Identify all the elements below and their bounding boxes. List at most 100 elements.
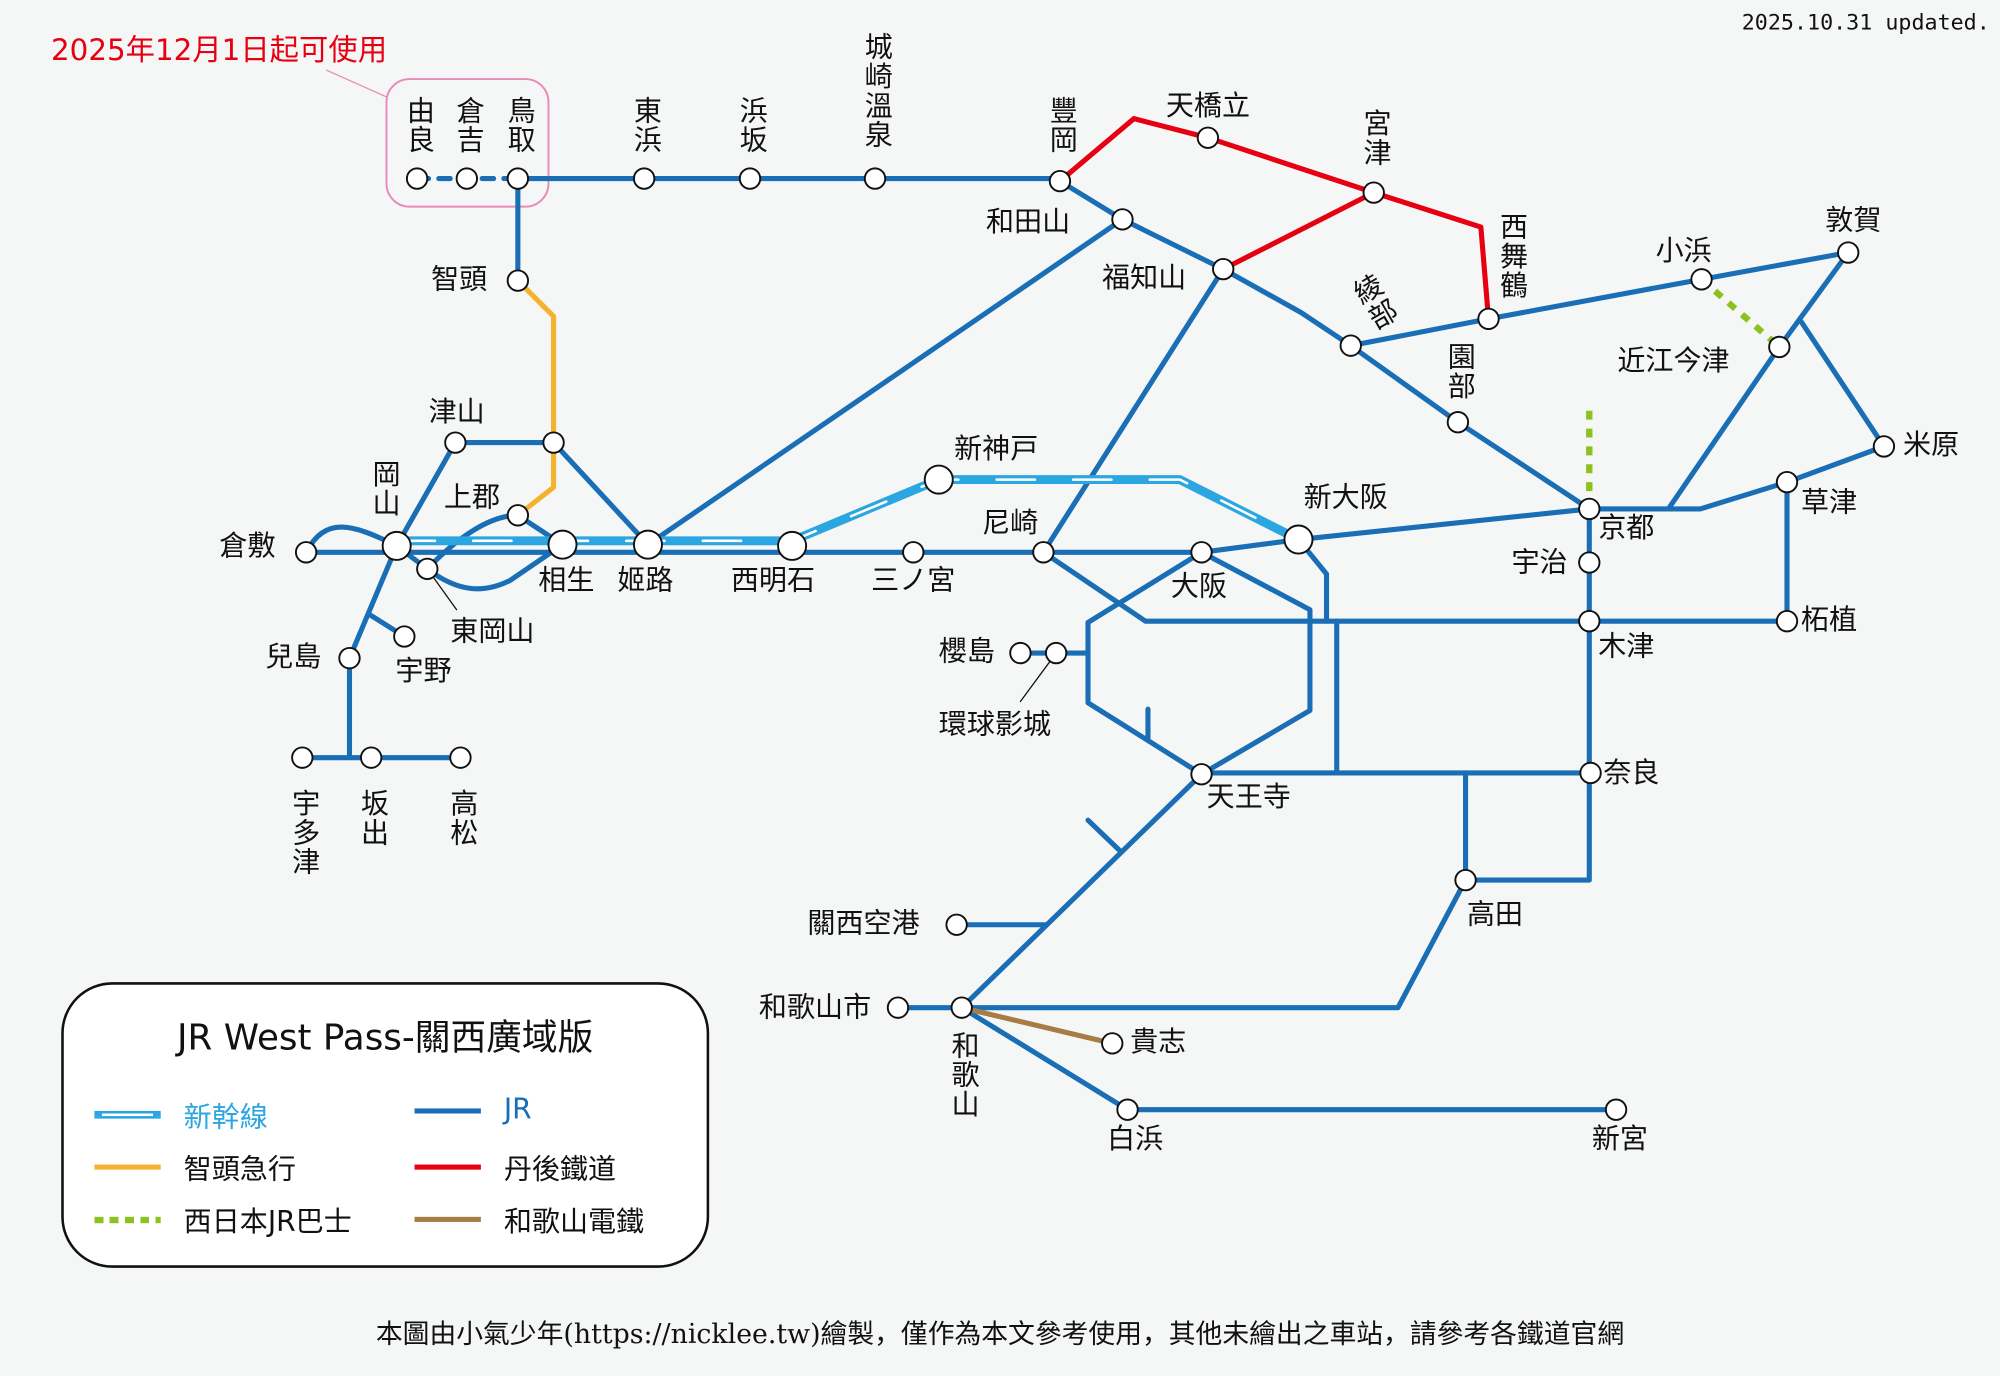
station-node [405,167,429,190]
station-label: 倉敷 [219,530,276,563]
jr-line-biwako [1586,443,1887,512]
station-label: 近江今津 [1617,345,1730,378]
station-label: 貴志 [1130,1026,1187,1059]
station-label: 新神戸 [954,433,1039,466]
station-label: 兒島 [265,641,322,674]
station-node [381,530,412,561]
jr-line-fukuchiyama [1040,266,1226,555]
station-node [1454,868,1477,892]
availability-notice: 2025年12月1日起可使用 [51,34,388,68]
station-node [338,647,361,670]
jr-line-hanwa-branch [1085,817,1123,854]
station-node [1775,470,1799,494]
station-label: 和歌山市 [758,992,872,1025]
station-label: 福知山 [1102,262,1187,295]
station-label: 櫻島 [938,636,995,669]
station-label: 大阪 [1170,571,1228,604]
station-label: 由良 [401,95,434,155]
legend-label: 西日本JR巴士 [183,1206,352,1239]
station-node [291,746,314,769]
tango-swatch [414,1164,481,1170]
legend-jr: JR [414,1094,532,1127]
station-label: 京都 [1598,512,1655,545]
station-label: 豐岡 [1044,95,1077,155]
legend: JR West Pass-關西廣域版 新幹線 JR 智頭急行 丹後鐵道 西日本J… [61,982,710,1268]
station-node [1116,1098,1139,1121]
station-label: 坂出 [355,788,388,847]
station-node [1872,435,1896,458]
station-node [777,530,808,561]
jr-line-hokuriku [1798,318,1887,449]
updated-date: 2025.10.31 updated. [1741,10,1990,36]
station-label: 和歌山 [946,1030,979,1119]
wakayama-electric-line [959,1005,1115,1046]
jr-line-nara [1463,506,1592,883]
station-node [1190,541,1213,564]
station-label: 宇多津 [286,788,319,877]
station-label: 柘植 [1801,604,1858,637]
shinkansen-swatch [94,1110,161,1119]
station-node [1111,208,1134,231]
station-node [1578,497,1601,521]
station-node [950,996,973,1019]
station-label: 關西空港 [807,908,920,941]
station-node [542,431,565,454]
station-label: 上郡 [443,482,501,515]
station-node [455,167,478,190]
station-node [1690,268,1713,291]
jr-swatch [414,1107,481,1113]
station-label: 白浜 [1107,1123,1164,1156]
station-node [632,529,663,560]
footer-credit: 本圖由小氣少年(https://nicklee.tw)繪製，僅作為本文參考使用，… [375,1318,1625,1350]
legend-label: JR [503,1094,532,1127]
legend-tango: 丹後鐵道 [414,1147,616,1188]
station-node [945,913,968,936]
station-node [1578,610,1601,633]
station-node [1579,761,1602,785]
jr-line-tsuyama [394,440,651,549]
station-label: 敦賀 [1825,205,1882,238]
jr-line-kisei [959,1005,1619,1113]
station-node [1339,334,1362,357]
legend-title: JR West Pass-關西廣域版 [177,1016,594,1059]
station-node [1283,524,1314,555]
station-label: 木津 [1598,631,1655,664]
station-node [738,167,762,190]
station-label: 草津 [1801,487,1858,520]
station-node [360,746,383,769]
legend-shinkansen: 新幹線 [94,1094,268,1135]
station-node [902,541,925,564]
wakayama-swatch [414,1216,481,1222]
station-label: 倉吉 [451,95,484,155]
station-node [416,557,439,581]
station-label: 高田 [1466,899,1523,932]
station-node [1009,641,1032,665]
station-label: 和田山 [985,206,1071,239]
station-label: 環球影城 [938,709,1052,742]
station-label: 宇野 [395,655,452,688]
station-label: 宮津 [1358,108,1391,168]
station-node [1604,1098,1628,1121]
legend-label: 新幹線 [183,1102,268,1134]
station-label: 津山 [428,396,485,429]
chizu-express-line [515,278,557,518]
station-node [863,167,887,190]
station-node [1837,241,1860,264]
station-label: 浜坂 [734,95,767,155]
station-node [1768,335,1791,359]
station-label: 鳥取 [502,95,535,155]
jr-bus-line [1586,276,1782,509]
legend-chizu: 智頭急行 [94,1147,296,1188]
station-label: 天王寺 [1206,781,1291,814]
station-node [1048,169,1072,193]
station-label: 東浜 [628,95,661,155]
station-label: 宇治 [1511,547,1568,580]
station-label: 天橋立 [1165,90,1251,123]
jr-line-hakubi-kurashiki [303,524,400,555]
station-node [294,541,318,564]
station-node [632,167,656,190]
station-label: 新宮 [1591,1123,1648,1156]
station-node [1775,610,1799,633]
